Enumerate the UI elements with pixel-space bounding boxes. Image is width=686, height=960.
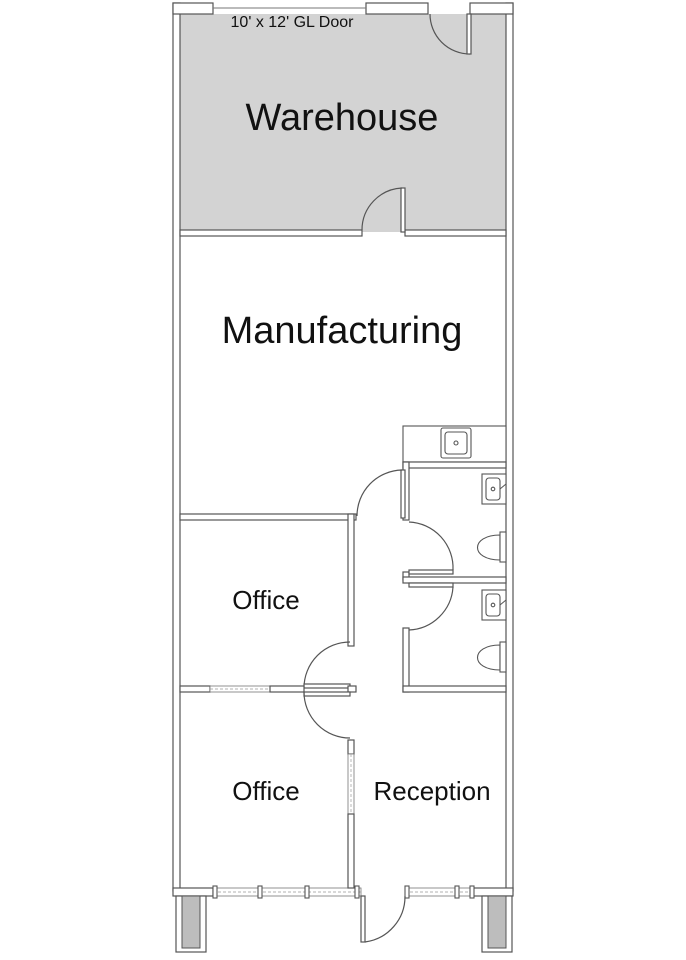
mullion-4 bbox=[354, 885, 360, 899]
restroom1-door-leaf bbox=[408, 569, 454, 575]
restroom2-sink-drain bbox=[490, 602, 496, 608]
restroom1-faucet bbox=[499, 483, 507, 490]
restroom1-sink-drain bbox=[490, 486, 496, 492]
room-label-reception: Reception bbox=[373, 776, 490, 806]
room-label-office-upper: Office bbox=[232, 585, 299, 615]
exterior-wall-right bbox=[505, 2, 514, 892]
room-label-garage-door: 10' x 12' GL Door bbox=[231, 14, 355, 31]
exterior-wall-top-left bbox=[172, 2, 214, 15]
room-label-manufacturing: Manufacturing bbox=[222, 310, 463, 352]
pilaster-left-inner bbox=[181, 895, 201, 949]
mullion-2 bbox=[257, 885, 263, 899]
restroom2-toilet-bowl bbox=[476, 644, 501, 671]
restroom-wall-left-lower bbox=[402, 627, 410, 693]
restroom-wall-bottom bbox=[402, 685, 507, 693]
office-upper-door-arc bbox=[303, 641, 351, 689]
office-lower-wall-right-upper bbox=[347, 739, 355, 755]
restroom1-toilet-tank bbox=[499, 531, 507, 563]
office-upper-wall-right bbox=[347, 513, 355, 647]
office-lower-wall-right-lower bbox=[347, 813, 355, 889]
corridor-door-arc bbox=[356, 469, 403, 517]
office-divider-right bbox=[269, 685, 305, 693]
exterior-wall-top-mid bbox=[365, 2, 429, 15]
restroom1-door-arc bbox=[408, 521, 454, 571]
exterior-wall-bottom-right-return bbox=[472, 887, 514, 897]
restroom2-door-leaf bbox=[408, 582, 454, 588]
wall-warehouse-left bbox=[179, 229, 363, 237]
restroom1-toilet-bowl bbox=[476, 534, 501, 561]
entry-door-leaf bbox=[360, 895, 366, 943]
entry-door-arc bbox=[364, 895, 406, 943]
corridor-door-leaf bbox=[400, 469, 406, 519]
room-label-office-lower: Office bbox=[232, 776, 299, 806]
restroom2-faucet bbox=[499, 599, 507, 606]
restroom-wall-divider bbox=[402, 576, 507, 584]
wall-warehouse-right bbox=[404, 229, 507, 237]
mullion-7 bbox=[469, 885, 475, 899]
room-label-warehouse: Warehouse bbox=[246, 97, 439, 139]
warehouse-man-door-leaf bbox=[466, 13, 472, 55]
warehouse-door-arc bbox=[361, 187, 403, 231]
mullion-6 bbox=[454, 885, 460, 899]
office-lower-door-arc bbox=[303, 691, 351, 739]
warehouse-door-leaf bbox=[400, 187, 406, 233]
office-upper-door-leaf bbox=[303, 683, 351, 689]
restroom2-toilet-tank bbox=[499, 641, 507, 673]
restroom2-door-arc bbox=[408, 586, 454, 631]
office-upper-wall-top bbox=[179, 513, 357, 521]
pilaster-right-inner bbox=[487, 895, 507, 949]
mullion-5 bbox=[404, 885, 410, 899]
office-divider-post bbox=[347, 685, 357, 693]
exterior-wall-top-right bbox=[469, 2, 514, 15]
mullion-1 bbox=[212, 885, 218, 899]
restroom-wall-top bbox=[402, 461, 507, 469]
mullion-3 bbox=[304, 885, 310, 899]
office-lower-door-leaf bbox=[303, 691, 351, 697]
exterior-wall-left bbox=[172, 2, 181, 892]
warehouse-man-door-arc bbox=[429, 13, 471, 55]
exterior-wall-bottom-left-return bbox=[172, 887, 214, 897]
counter-sink-drain bbox=[453, 440, 459, 446]
office-divider-left bbox=[179, 685, 211, 693]
